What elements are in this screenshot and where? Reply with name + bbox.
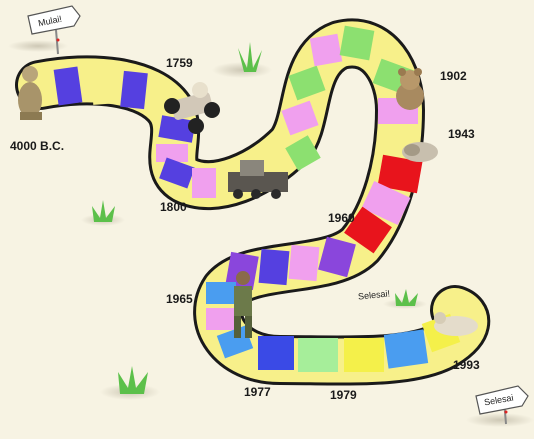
year-label-4000bc: 4000 B.C. <box>10 139 64 153</box>
track-square <box>258 336 294 370</box>
track-square <box>192 168 216 198</box>
year-label-1977: 1977 <box>244 385 271 399</box>
grass-tuft <box>212 42 272 78</box>
start-sign <box>8 6 80 54</box>
year-label-1993: 1993 <box>453 358 480 372</box>
year-label-1960: 1960 <box>328 211 355 225</box>
track-square <box>340 26 375 61</box>
track-square <box>298 338 338 372</box>
track-square <box>156 144 188 162</box>
track-square <box>206 308 236 330</box>
teddy-bear-icon <box>396 68 424 110</box>
track-square <box>344 338 384 372</box>
slinky-icon <box>402 142 438 162</box>
finish-sign <box>466 386 534 427</box>
track-square <box>54 67 83 106</box>
track-square <box>206 282 236 304</box>
track-square <box>120 71 148 109</box>
track-square <box>259 249 290 285</box>
year-label-1800: 1800 <box>160 200 187 214</box>
grass-tuft <box>100 366 160 400</box>
grass-tuft <box>81 200 125 226</box>
track-square <box>91 67 119 105</box>
year-label-1965: 1965 <box>166 292 193 306</box>
year-label-1902: 1902 <box>440 69 467 83</box>
year-label-1943: 1943 <box>448 127 475 141</box>
track-square <box>289 245 320 281</box>
track-square <box>384 329 428 368</box>
year-label-1759: 1759 <box>166 56 193 70</box>
year-label-1979: 1979 <box>330 388 357 402</box>
track-square <box>310 34 342 66</box>
